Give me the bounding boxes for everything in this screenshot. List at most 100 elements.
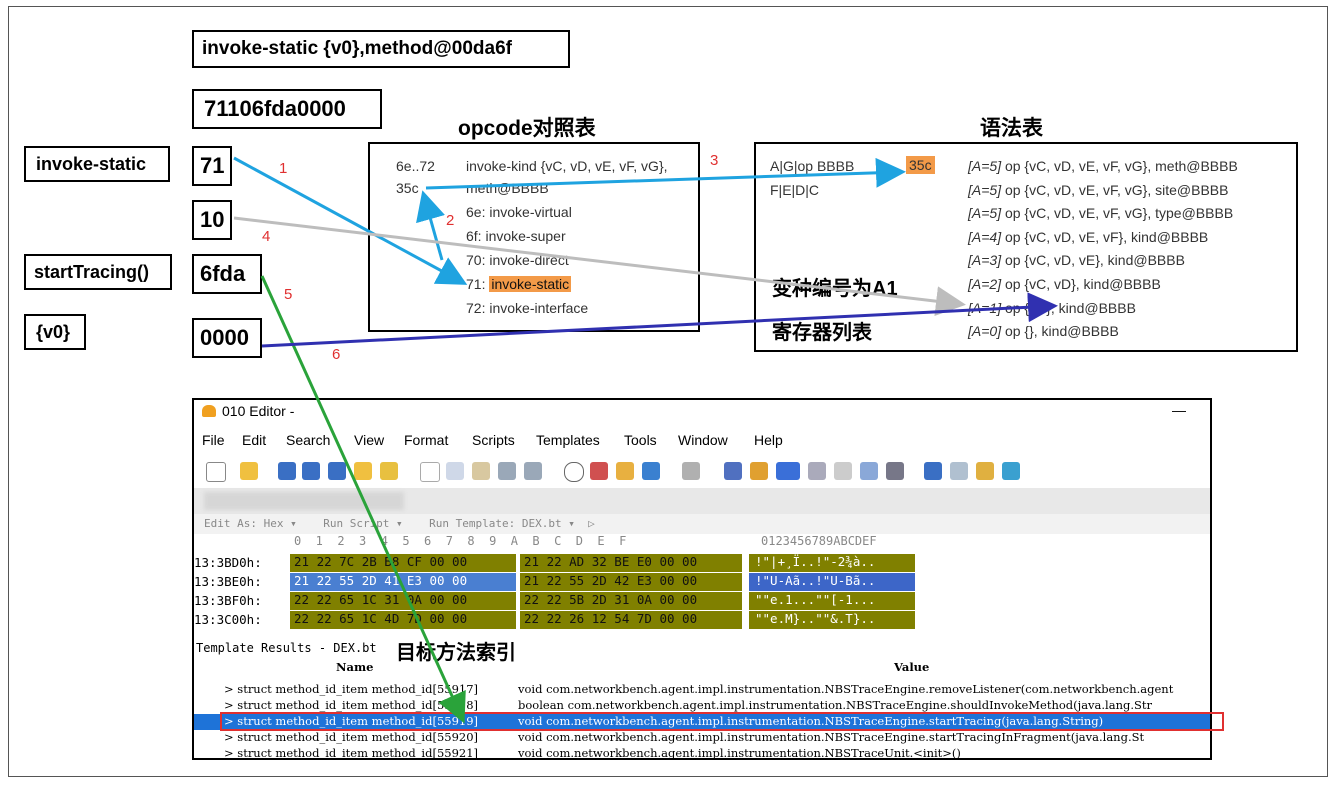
table-row[interactable]: > struct method_id_item method_id[55920]…	[224, 730, 1145, 744]
arrow-number-5: 5	[284, 286, 293, 303]
open-folder-icon[interactable]	[240, 462, 258, 480]
print-icon[interactable]	[682, 462, 700, 480]
byte-box-6fda: 6fda	[192, 254, 262, 294]
minimize-icon[interactable]: —	[1172, 402, 1186, 418]
byte-box-0000: 0000	[192, 318, 262, 358]
editor-title: 010 Editor -	[222, 403, 295, 419]
hex-mode-icon[interactable]	[776, 462, 800, 480]
hex-code-box: 71106fda0000	[192, 89, 382, 129]
menu-tools[interactable]: Tools	[624, 432, 657, 448]
menu-edit[interactable]: Edit	[242, 432, 267, 448]
columns-icon[interactable]	[808, 462, 826, 480]
syntax-row-4: [A=3] op {vC, vD, vE}, kind@BBBB	[968, 252, 1185, 268]
template-results-header: Template Results - DEX.bt	[196, 641, 377, 655]
opcode-line-6f: 6f: invoke-super	[466, 228, 566, 244]
menu-templates[interactable]: Templates	[536, 432, 600, 448]
cut-icon[interactable]	[420, 462, 440, 482]
label-invoke-static: invoke-static	[24, 146, 170, 182]
menu-help[interactable]: Help	[754, 432, 783, 448]
arrow-number-6: 6	[332, 346, 341, 363]
hex-code-text: 71106fda0000	[204, 96, 346, 121]
menu-file[interactable]: File	[202, 432, 225, 448]
save-as-icon[interactable]	[302, 462, 320, 480]
compare-icon[interactable]	[976, 462, 994, 480]
inspector-icon[interactable]	[950, 462, 968, 480]
calculator-icon[interactable]	[924, 462, 942, 480]
opcode-panel: 6e..72 invoke-kind {vC, vD, vE, vF, vG},…	[368, 142, 700, 332]
hex-row: 13:3BD0h: 21 22 7C 2B B8 CF 00 00 21 22 …	[194, 554, 1210, 572]
instruction-text: invoke-static {v0},method@00da6f	[202, 38, 512, 59]
file-tab[interactable]	[204, 492, 404, 510]
column-value-header: Value	[894, 660, 930, 674]
arrow-number-4: 4	[262, 228, 271, 245]
syntax-row-2: [A=5] op {vC, vD, vE, vF, vG}, type@BBBB	[968, 205, 1234, 221]
open-recent-icon[interactable]	[354, 462, 372, 480]
arrow-number-2: 2	[446, 212, 455, 229]
selected-bytes: 21 22 55 2D 41 E3 00 00	[290, 573, 516, 591]
paste-icon[interactable]	[472, 462, 490, 480]
syntax-panel-title: 语法表	[980, 117, 1043, 140]
instruction-box: invoke-static {v0},method@00da6f	[192, 30, 570, 68]
table-row[interactable]: > struct method_id_item method_id[55921]…	[224, 746, 961, 760]
format-line-2: F|E|D|C	[770, 182, 820, 198]
menu-view[interactable]: View	[354, 432, 385, 448]
invoke-static-highlight: invoke-static	[489, 276, 572, 292]
menu-window[interactable]: Window	[678, 432, 728, 448]
target-method-note: 目标方法索引	[396, 636, 516, 665]
font-icon[interactable]	[724, 462, 742, 480]
hex-column-header: 0 1 2 3 4 5 6 7 8 9 A B C D E F	[294, 534, 627, 548]
menu-scripts[interactable]: Scripts	[472, 432, 515, 448]
close-file-icon[interactable]	[380, 462, 398, 480]
opcode-line-meth: meth@BBBB	[466, 180, 549, 196]
goto-icon[interactable]	[642, 462, 660, 480]
label-v0: {v0}	[24, 314, 86, 350]
register-list-note: 寄存器列表	[772, 322, 872, 344]
hex-row: 13:3BF0h: 22 22 65 1C 31 0A 00 00 22 22 …	[194, 592, 1210, 610]
save-icon[interactable]	[278, 462, 296, 480]
find-icon[interactable]	[564, 462, 584, 482]
ascii-column-header: 0123456789ABCDEF	[761, 534, 877, 548]
paragraph-icon[interactable]	[834, 462, 852, 480]
opcode-line-kind: invoke-kind {vC, vD, vE, vF, vG},	[466, 158, 668, 174]
edit-as-bar: Edit As: Hex ▾ Run Script ▾ Run Template…	[194, 514, 1210, 534]
tools-icon[interactable]	[1002, 462, 1020, 480]
syntax-row-6: [A=1] op {vC}, kind@BBBB	[968, 300, 1136, 316]
variant-note: 变种编号为A1	[772, 278, 898, 300]
new-file-icon[interactable]	[206, 462, 226, 482]
save-all-icon[interactable]	[328, 462, 346, 480]
copy-icon[interactable]	[446, 462, 464, 480]
menu-bar: File Edit Search View Format Scripts Tem…	[194, 430, 1210, 452]
opcode-line-70: 70: invoke-direct	[466, 252, 569, 268]
menu-search[interactable]: Search	[286, 432, 331, 448]
binary-icon[interactable]	[886, 462, 904, 480]
hex-row: 13:3C00h: 22 22 65 1C 4D 7D 00 00 22 22 …	[194, 611, 1210, 629]
arrow-number-3: 3	[710, 152, 719, 169]
label-start-tracing: startTracing()	[24, 254, 172, 290]
edit-as-text[interactable]: Edit As: Hex ▾ Run Script ▾ Run Template…	[204, 517, 595, 530]
replace-icon[interactable]	[590, 462, 608, 480]
byte-box-71: 71	[192, 146, 232, 186]
hex-view[interactable]: 0 1 2 3 4 5 6 7 8 9 A B C D E F 01234567…	[194, 534, 1210, 634]
opcode-line-6e: 6e: invoke-virtual	[466, 204, 572, 220]
redo-icon[interactable]	[524, 462, 542, 480]
undo-icon[interactable]	[498, 462, 516, 480]
menu-format[interactable]: Format	[404, 432, 449, 448]
editor-titlebar: 010 Editor - —	[194, 400, 1210, 424]
arrow-number-1: 1	[279, 160, 288, 177]
format-code-35c: 35c	[906, 156, 935, 174]
diagram-frame	[8, 6, 1328, 777]
find-in-files-icon[interactable]	[616, 462, 634, 480]
width-icon[interactable]	[860, 462, 878, 480]
table-row[interactable]: > struct method_id_item method_id[55917]…	[224, 682, 1174, 696]
byte-box-10: 10	[192, 200, 232, 240]
format-line-1: A|G|op BBBB	[770, 158, 855, 174]
syntax-row-0: [A=5] op {vC, vD, vE, vF, vG}, meth@BBBB	[968, 158, 1238, 174]
toolbar	[194, 456, 1210, 486]
syntax-row-5: [A=2] op {vC, vD}, kind@BBBB	[968, 276, 1161, 292]
opcode-panel-title: opcode对照表	[458, 117, 596, 140]
syntax-row-7: [A=0] op {}, kind@BBBB	[968, 323, 1119, 339]
opcode-code-35c: 35c	[396, 180, 419, 196]
highlight-icon[interactable]	[750, 462, 768, 480]
hex-row: 13:3BE0h: 21 22 55 2D 41 E3 00 00 21 22 …	[194, 573, 1210, 591]
syntax-row-3: [A=4] op {vC, vD, vE, vF}, kind@BBBB	[968, 229, 1209, 245]
